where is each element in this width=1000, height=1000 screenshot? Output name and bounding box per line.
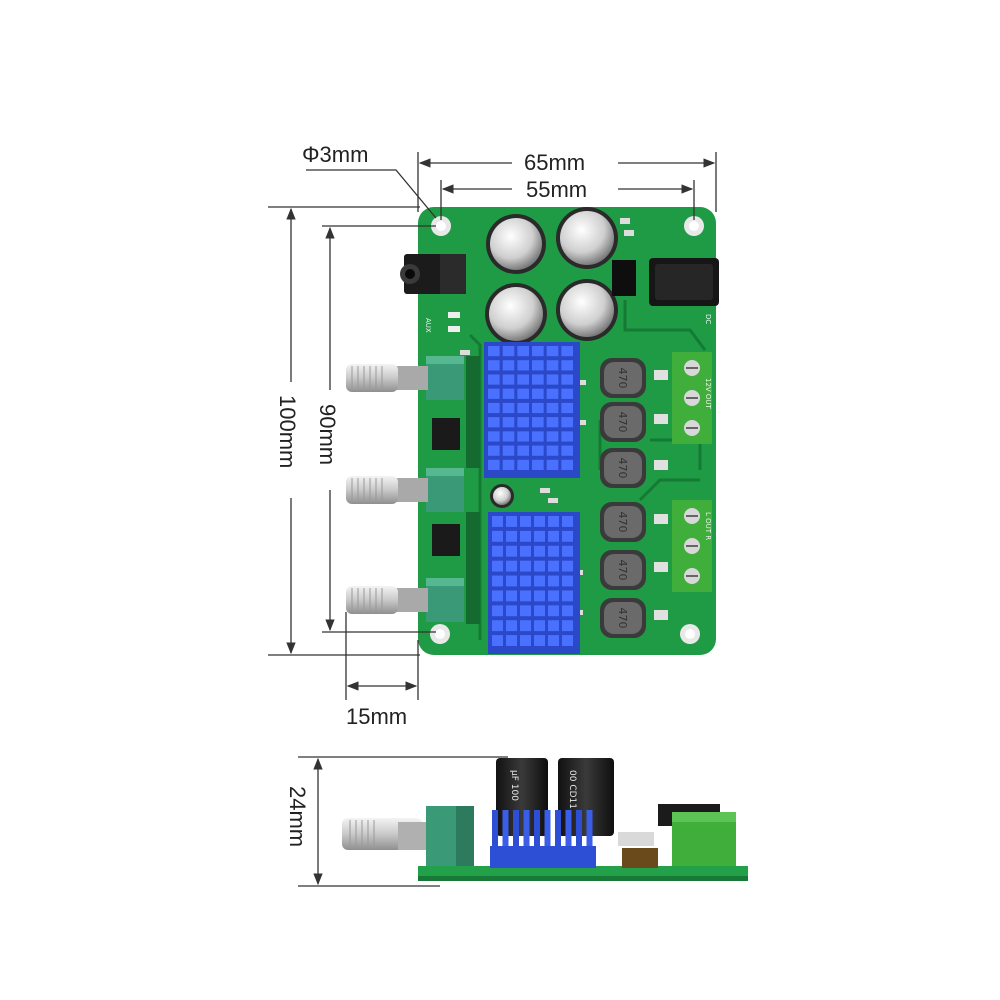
phi-leader [306,169,437,219]
inductor-label: 470 [616,560,629,581]
dim-24mm-label: 24mm [285,786,310,847]
inductors: 470 470 470 470 470 470 [600,358,668,638]
side-heatsink [492,810,593,850]
ic-chips [432,356,480,624]
dim-55mm-label: 55mm [526,177,587,202]
volume-knob-3 [346,578,464,622]
inductor-6: 470 [600,598,668,638]
heatsinks [484,342,580,654]
inductor-label: 470 [616,368,629,389]
volume-knob-1 [346,356,464,400]
dim-15mm-label: 15mm [346,704,407,729]
aux-label: AUX [424,318,432,333]
aux-jack [400,254,466,294]
terminal-bottom-label: L OUT R [704,512,712,540]
dc-jack [612,258,719,306]
volume-knob-2 [346,468,464,512]
dimension-lines [268,152,717,887]
terminal-block-2 [672,500,712,592]
dc-label: DC [704,314,712,324]
inductor-label: 470 [616,512,629,533]
inductor-2: 470 [600,402,668,442]
side-cap-label-2: 00 CD11 [567,770,577,809]
inductor-4: 470 [600,502,668,542]
inductor-label: 470 [616,458,629,479]
inductor-3: 470 [600,448,668,488]
dim-phi-label: Φ3mm [302,142,368,167]
heatsink-2 [488,512,580,654]
side-view: μF 100 00 CD11 [342,758,748,881]
inductor-label: 470 [616,608,629,629]
dim-100mm-label: 100mm [275,395,300,468]
dim-65mm-label: 65mm [524,150,585,175]
electrolytic-capacitors [485,207,618,508]
top-view: AUX DC [346,207,719,655]
mounting-holes [430,216,704,644]
side-cap-label-1: μF 100 [509,770,519,801]
inductor-1: 470 [600,358,668,398]
dim-90mm-label: 90mm [315,404,340,465]
terminal-block-1 [672,352,712,444]
side-capacitor-2 [558,758,614,836]
knobs [346,356,464,622]
heatsink-1 [484,342,580,478]
inductor-label: 470 [616,412,629,433]
inductor-5: 470 [600,550,668,590]
terminal-top-label: 12V OUT [704,378,712,410]
terminal-blocks [672,352,712,592]
